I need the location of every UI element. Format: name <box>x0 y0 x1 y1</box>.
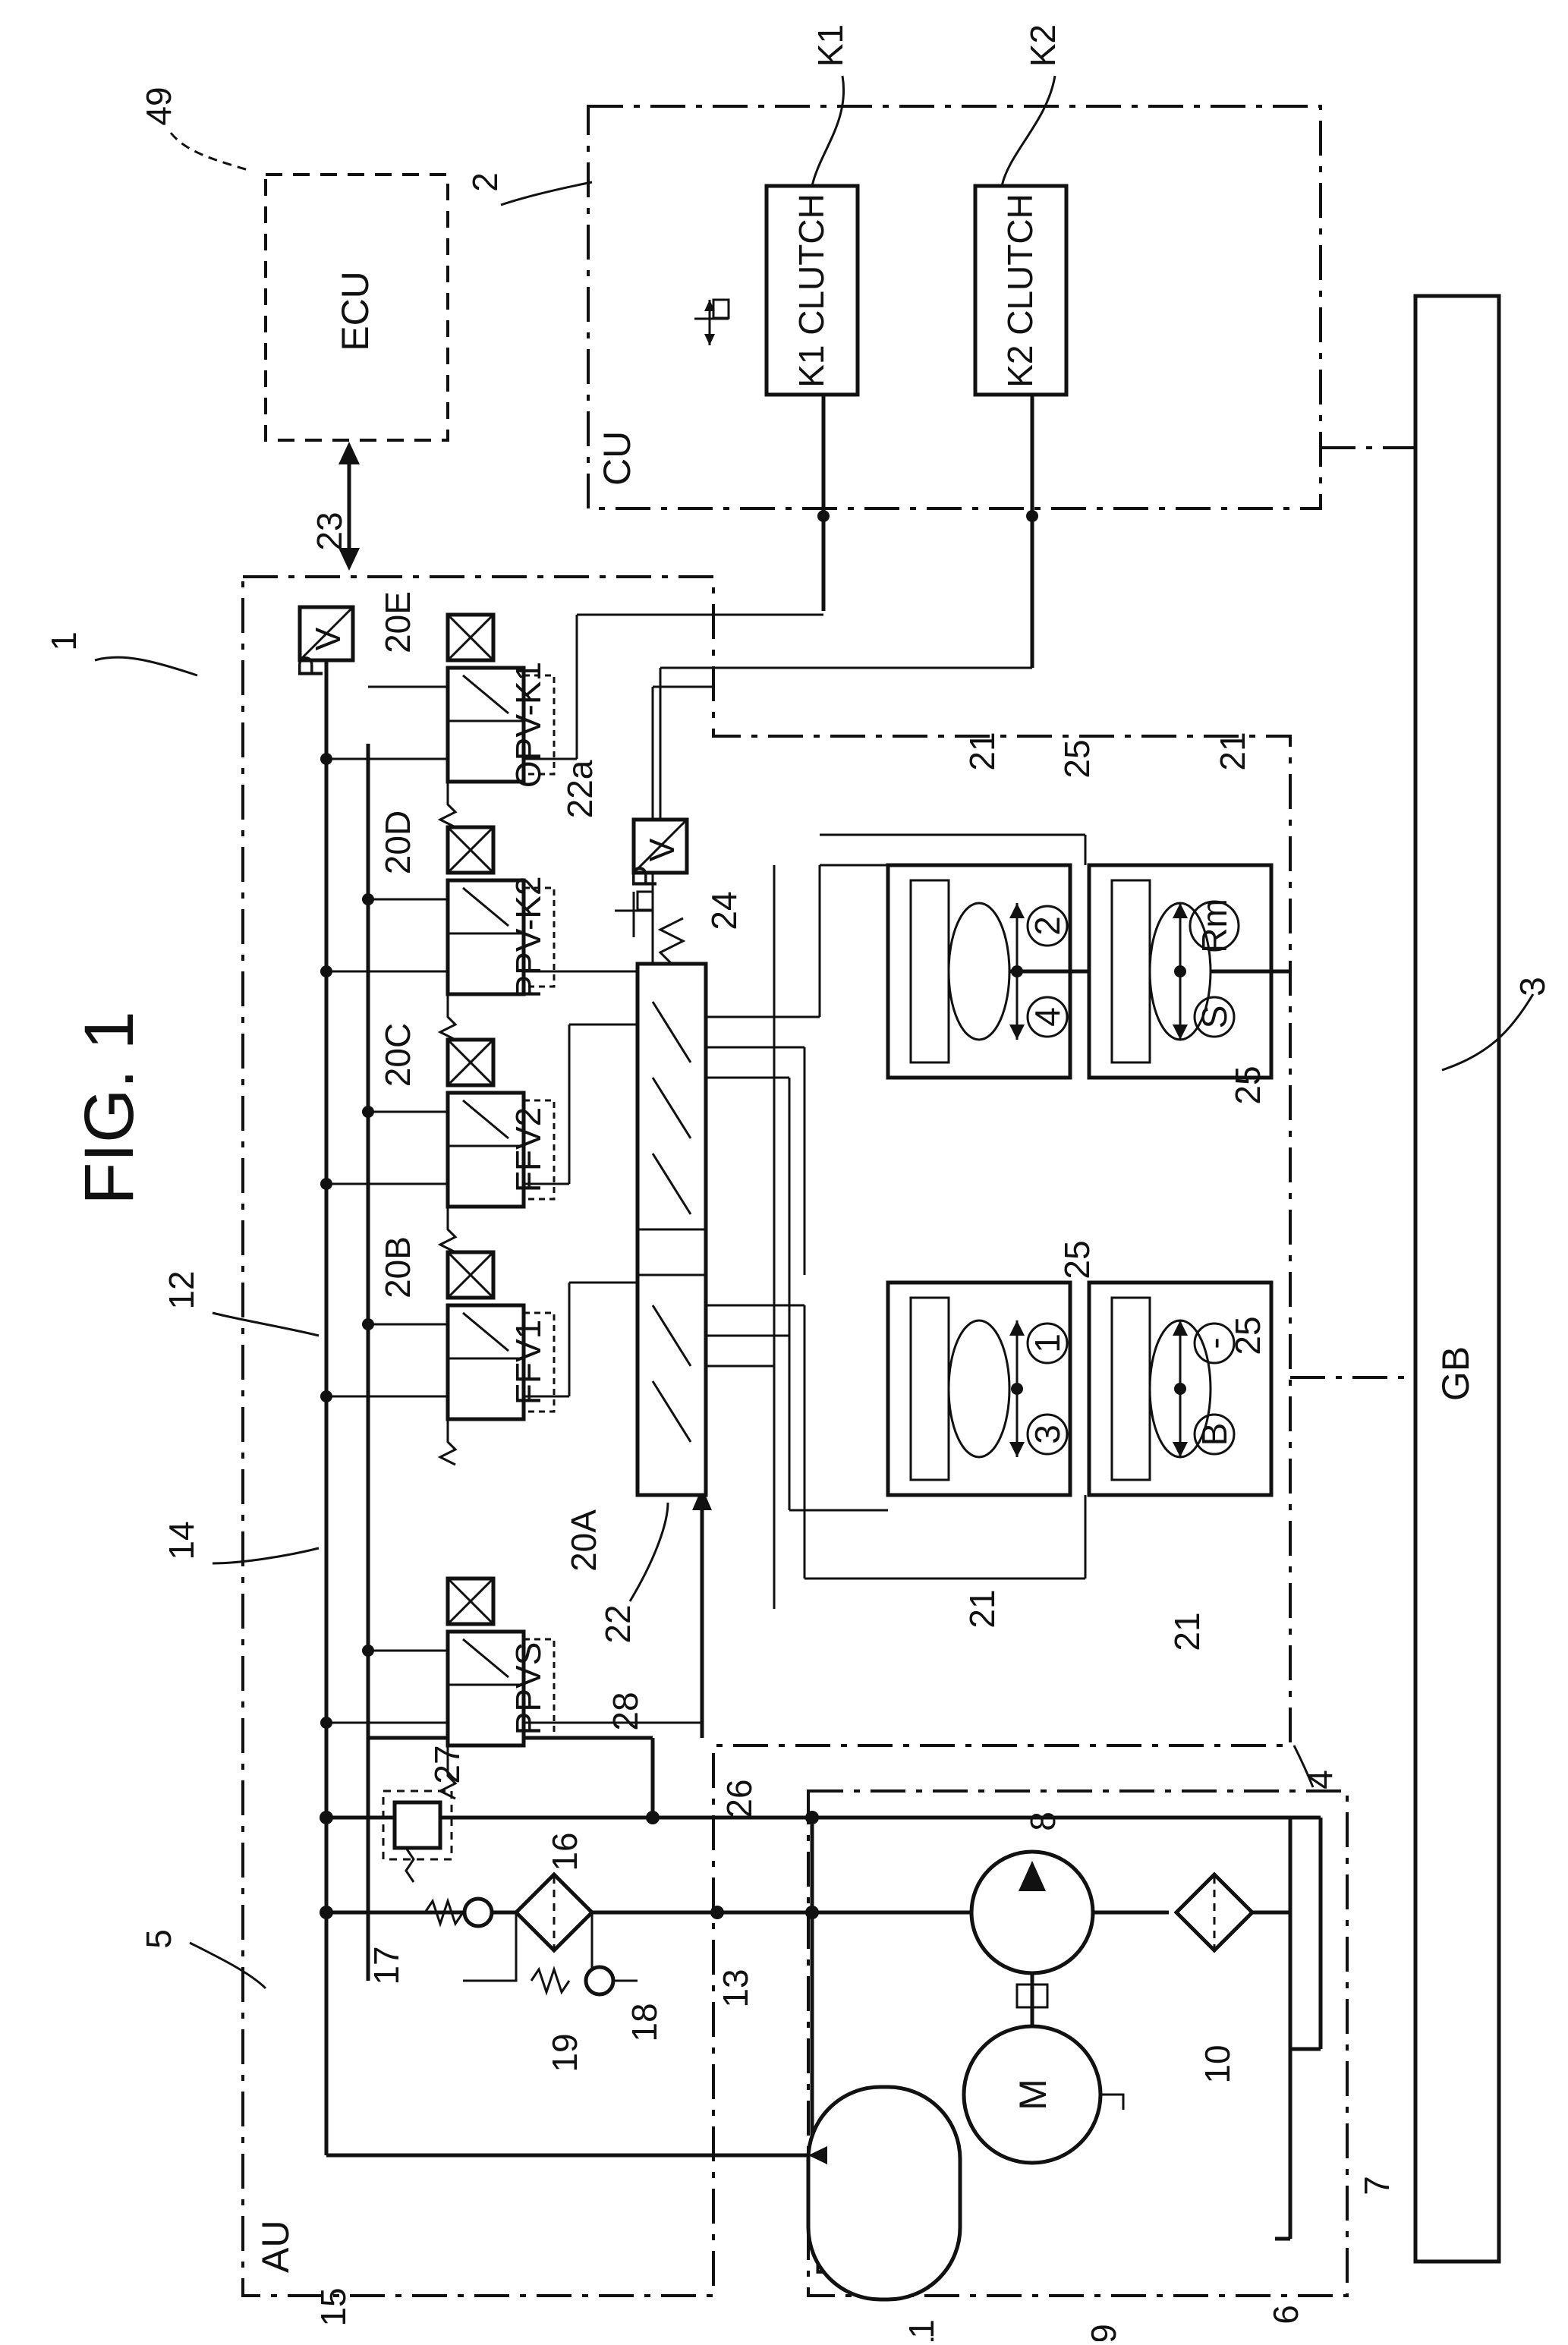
ref-22: 22 <box>598 1604 638 1643</box>
ref-k1: K1 <box>811 24 850 67</box>
ref-21-d: 21 <box>1167 1612 1207 1651</box>
ref-20b: 20B <box>378 1236 417 1298</box>
ref-20d: 20D <box>378 811 417 874</box>
ecu-block: ECU <box>266 175 448 440</box>
ref-5: 5 <box>139 1929 178 1949</box>
ref-k2: K2 <box>1023 24 1063 67</box>
ref-9: 9 <box>1084 2324 1123 2341</box>
ref-8: 8 <box>1023 1811 1063 1831</box>
valve-ffv2-label: FFV2 <box>508 1107 548 1192</box>
ref-23: 23 <box>310 511 349 550</box>
ref-24: 24 <box>704 891 744 930</box>
ref-21-b: 21 <box>1213 732 1252 770</box>
actuator-21-top-left <box>888 865 1100 1078</box>
valve-ffv1: FFV1 <box>440 1252 554 1465</box>
ref-7: 7 <box>1357 2176 1396 2195</box>
ref-15: 15 <box>313 2287 353 2326</box>
figure-title: FIG. 1 <box>71 1011 148 1205</box>
cu-label: CU <box>596 431 638 486</box>
sensor-23-p: P <box>291 655 330 678</box>
ref-27: 27 <box>427 1745 467 1783</box>
ref-3: 3 <box>1513 977 1552 996</box>
valve-ppv-k2-label: PPV-K2 <box>508 876 548 998</box>
gear-4: 4 <box>1028 1007 1067 1027</box>
ref-10: 10 <box>1198 2044 1237 2083</box>
k1-clutch-label: K1 CLUTCH <box>792 194 831 388</box>
ref-2: 2 <box>465 172 505 192</box>
valve-ffv2: FFV2 <box>440 1040 554 1252</box>
gear-s: S <box>1195 1006 1234 1029</box>
ref-20a: 20A <box>564 1509 603 1572</box>
filter-16 <box>516 1874 592 1950</box>
ref-12: 12 <box>162 1270 201 1309</box>
k2-clutch-label: K2 CLUTCH <box>1000 194 1040 388</box>
ref-22a: 22a <box>560 760 600 818</box>
pressure-switch-27 <box>383 1791 452 1882</box>
ref-11: 11 <box>902 2319 941 2341</box>
valve-opv-k1: OPV-K1 <box>440 615 554 827</box>
valve-opv-k1-label: OPV-K1 <box>508 662 548 788</box>
valve-ffv1-label: FFV1 <box>508 1320 548 1405</box>
ref-13: 13 <box>716 1969 755 2007</box>
motor-label: M <box>1012 2079 1054 2110</box>
ref-20e: 20E <box>378 591 417 653</box>
k1-sensor-icon <box>694 300 729 345</box>
ref-14: 14 <box>162 1521 201 1560</box>
ref-25-d: 25 <box>1228 1316 1267 1355</box>
au-label: AU <box>254 2221 297 2273</box>
gear-rm: Rm <box>1195 899 1234 953</box>
motor-9: M <box>964 1973 1123 2163</box>
filter-10 <box>1093 1874 1290 1950</box>
ref-6: 6 <box>1266 2305 1305 2325</box>
tank-7 <box>1275 1818 1290 2239</box>
sensor-24-v: V <box>642 838 682 861</box>
ref-28: 28 <box>606 1692 645 1730</box>
pressure-sensor-23: V P <box>291 607 353 678</box>
ref-25-a: 25 <box>1057 739 1097 778</box>
pump-8 <box>971 1852 1093 1973</box>
gb-label: GB <box>1434 1346 1477 1401</box>
ref-49: 49 <box>139 87 178 125</box>
valve-ppvs-label: PPVS <box>508 1642 548 1736</box>
ref-21-c: 21 <box>962 1589 1002 1628</box>
ref-25-b: 25 <box>1228 1065 1267 1104</box>
ref-18: 18 <box>625 2003 664 2041</box>
valve-ppv-k2: PPV-K2 <box>440 827 554 1040</box>
ref-16: 16 <box>545 1832 584 1871</box>
gear-b: B <box>1195 1423 1234 1446</box>
ref-26: 26 <box>719 1779 759 1818</box>
ref-1: 1 <box>44 631 83 651</box>
ecu-label: ECU <box>334 271 376 351</box>
pressure-sensor-24: V P <box>625 668 1032 888</box>
ref-19: 19 <box>545 2033 584 2072</box>
ref-21-a: 21 <box>962 732 1002 770</box>
actuator-21-bottom-right <box>1089 1283 1271 1495</box>
ref-20c: 20C <box>378 1023 417 1087</box>
gear-2: 2 <box>1028 916 1067 936</box>
gear-1: 1 <box>1028 1333 1067 1353</box>
cu-block: CU K1 CLUTCH K2 CLUTCH <box>588 106 1321 668</box>
ref-25-c: 25 <box>1057 1240 1097 1279</box>
sensor-24-p: P <box>625 865 664 889</box>
ref-17: 17 <box>367 1946 406 1985</box>
actuator-21-top-right <box>1089 865 1290 1078</box>
accumulator-11 <box>808 2087 960 2299</box>
gear-3: 3 <box>1028 1424 1067 1444</box>
sensor-23-v: V <box>308 627 348 650</box>
actuator-21-bottom-left <box>888 1283 1070 1495</box>
